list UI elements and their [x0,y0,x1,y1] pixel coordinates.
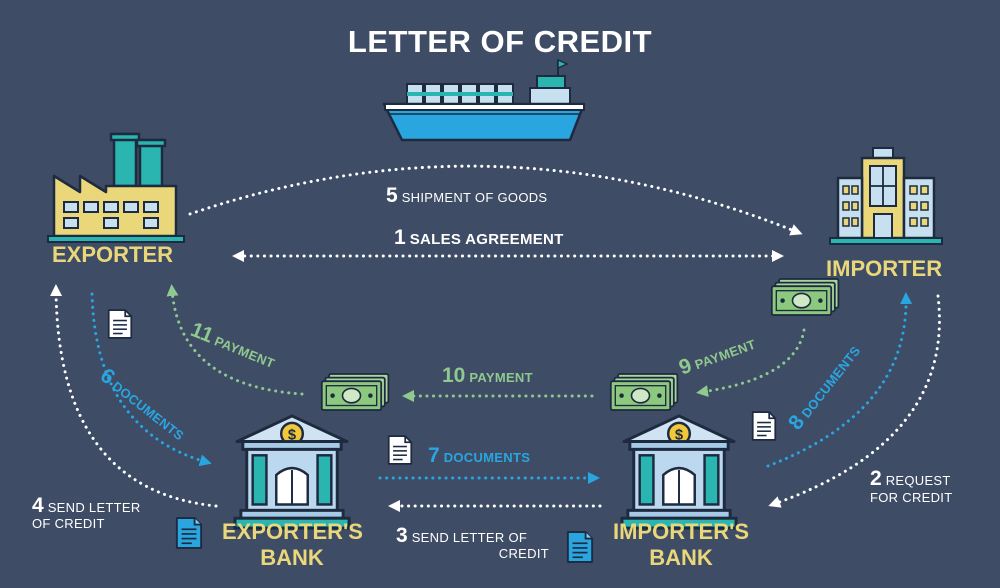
arrow-request-credit [768,294,941,508]
arrow-documents-8 [766,292,913,468]
step-4-number: 4 [32,494,44,517]
step-2-text-line2: FOR CREDIT [870,490,953,505]
document-icon [175,517,203,549]
document-icon [566,531,594,563]
step-1-number: 1 [394,226,406,249]
importers-bank-label: IMPORTER'S BANK [606,519,756,571]
step-10-text: PAYMENT [469,370,533,385]
step-4-text-line2: OF CREDIT [32,516,105,531]
importers-bank-icon [620,414,738,530]
money-icon [320,373,390,411]
exporters-bank-icon [233,414,351,530]
step-3-text-line2: CREDIT [498,546,549,561]
document-icon [751,411,777,441]
arrow-documents-6 [90,292,212,467]
step-3-number: 3 [396,524,408,547]
step-7-number: 7 [428,444,440,467]
importers-bank-label-line1: IMPORTER'S [612,519,750,544]
importer-label: IMPORTER [826,256,943,281]
page-title: LETTER OF CREDIT [347,24,653,59]
money-icon [609,373,679,411]
document-icon [107,309,133,339]
office-building-icon [829,147,943,245]
step-7-text: DOCUMENTS [443,450,531,465]
step-10-number: 10 [442,364,466,387]
factory-icon [47,132,185,243]
step-5-text: SHIPMENT OF GOODS [401,190,548,205]
arrow-send-letter-4 [50,284,218,508]
step-2-number: 2 [870,467,882,490]
step-3-text-line1: SEND LETTER OF [411,530,528,545]
document-icon [387,435,413,465]
step-1-text: SALES AGREEMENT [409,231,564,248]
arrow-payment-11 [166,284,304,396]
exporters-bank-label-line2: BANK [260,545,324,570]
importers-bank-label-line2: BANK [649,545,713,570]
arrow-shipment [188,164,803,236]
step-5-number: 5 [386,184,398,207]
exporter-label: EXPORTER [52,242,174,267]
exporters-bank-label-line1: EXPORTER'S [222,519,363,544]
step-2-text-line1: REQUEST [885,473,951,488]
exporters-bank-label: EXPORTER'S BANK [222,519,363,571]
step-4-text-line1: SEND LETTER [47,500,141,515]
cargo-ship-icon [382,58,586,142]
money-icon [770,278,840,316]
